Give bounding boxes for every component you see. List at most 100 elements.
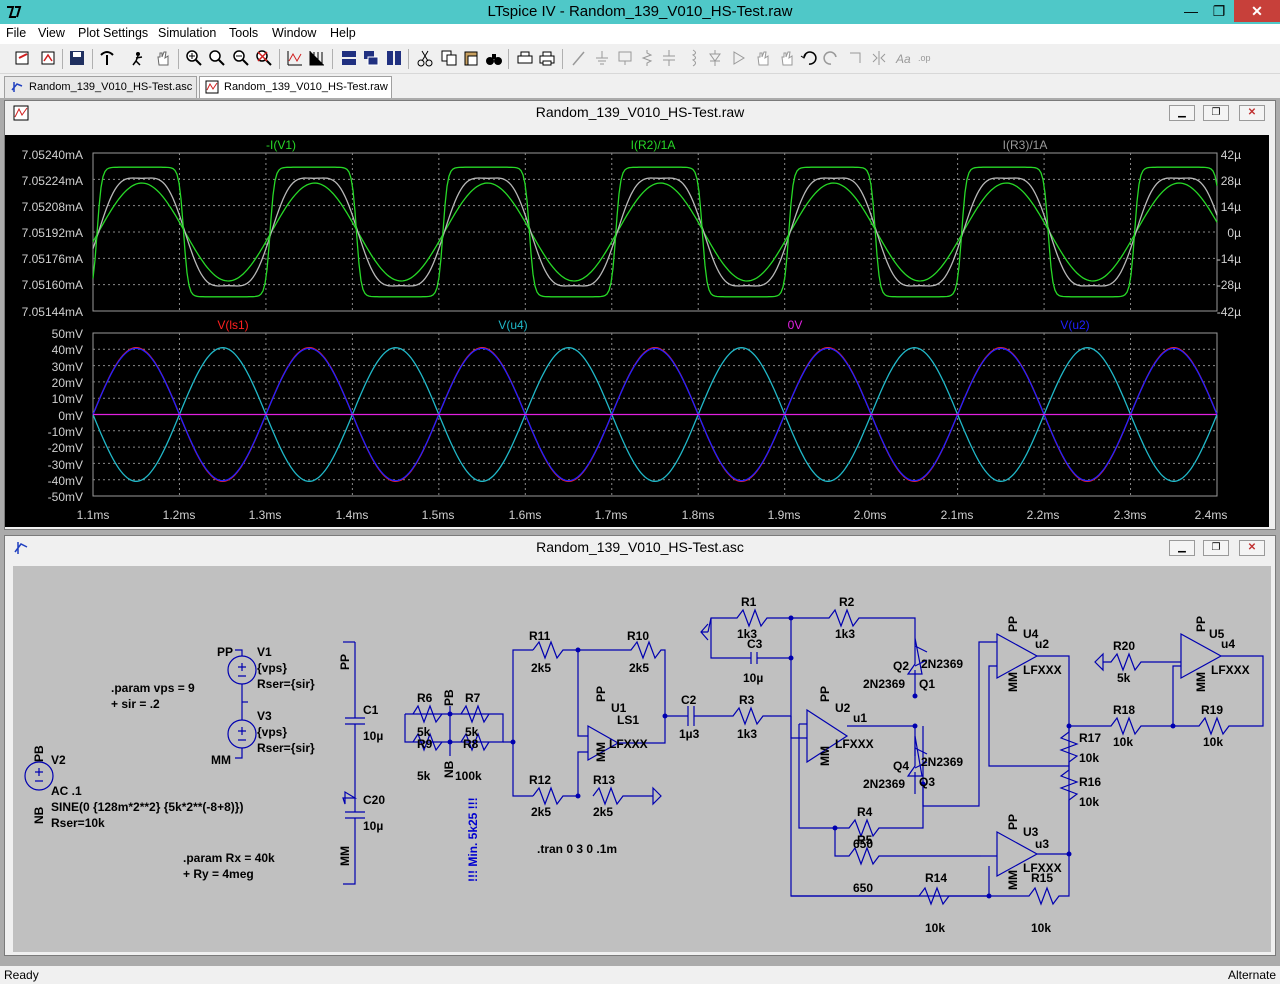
tab-schematic[interactable]: Random_139_V010_HS-Test.asc [4,76,197,98]
schematic-drawing[interactable]: .param vps = 9 + sir = .2 .param Rx = 40… [13,566,1271,952]
menu-file[interactable]: File [6,26,27,40]
print-setup-icon[interactable] [516,49,534,67]
net-mm-label: MM [338,846,352,866]
tran-directive[interactable]: .tran 0 3 0 .1m [537,842,617,856]
waveform-close-button[interactable]: ✕ [1239,105,1265,121]
v2-ac: AC .1 [51,784,82,798]
waveform-restore-button[interactable]: ❐ [1203,105,1229,121]
trace-label-vu4[interactable]: V(u4) [498,318,527,332]
u3-model: LFXXX [1023,861,1062,875]
rotate-icon[interactable] [846,49,864,67]
redo-icon[interactable] [822,49,840,67]
find-icon[interactable] [485,49,503,67]
component-icon[interactable] [730,49,748,67]
grid-icon[interactable] [308,49,326,67]
move-icon[interactable] [754,49,772,67]
menu-tools[interactable]: Tools [229,26,259,40]
inductor-icon[interactable] [684,49,702,67]
tile-vertical-icon[interactable] [385,49,403,67]
ground-icon[interactable] [593,49,611,67]
drag-icon[interactable] [778,49,796,67]
trace-label-iv1[interactable]: -I(V1) [266,138,296,152]
maximize-button[interactable]: ❐ [1212,3,1226,19]
xtick: 1.2ms [163,508,196,522]
trace-label-ir3[interactable]: I(R3)/1A [1003,138,1048,152]
r6-name: R6 [417,691,433,705]
r13-value: 2k5 [593,805,613,819]
label-net-icon[interactable] [616,49,634,67]
pane1-ytick: 7.05144mA [22,305,83,319]
r6-value: 5k [417,725,431,739]
close-button[interactable]: ✕ [1234,0,1280,22]
param-sir[interactable]: + sir = .2 [111,697,160,711]
trace-label-ir2[interactable]: I(R2)/1A [631,138,676,152]
net-pp-label: PP [217,645,233,659]
text-icon[interactable]: Aa [894,49,912,67]
r11-name: R11 [529,629,551,643]
mirror-icon[interactable] [870,49,888,67]
waveform-plot-area[interactable]: -I(V1) I(R2)/1A I(R3)/1A 7.05240mA 7.052… [5,135,1269,527]
resistor-icon[interactable] [638,49,656,67]
waveform-icon [13,105,29,121]
schematic-icon [14,542,28,554]
r4-value: 650 [853,837,873,851]
status-text: Ready [4,968,39,982]
menu-help[interactable]: Help [330,26,356,40]
schematic-minimize-button[interactable]: ▁ [1169,540,1195,556]
menu-simulation[interactable]: Simulation [158,26,217,40]
cascade-icon[interactable] [362,49,380,67]
menu-window[interactable]: Window [272,26,317,40]
pane2-ytick: -10mV [48,425,83,439]
tile-horizontal-icon[interactable] [340,49,358,67]
param-rx[interactable]: .param Rx = 40k [183,851,275,865]
diode-icon[interactable] [706,49,724,67]
net-pp-label: PP [1006,814,1020,830]
v1-name: V1 [257,645,272,659]
r20-name: R20 [1113,639,1135,653]
autorange-icon[interactable] [286,49,304,67]
net-mm-label: MM [1006,870,1020,890]
run-icon[interactable] [98,49,116,67]
spice-directive-icon[interactable]: .op [916,49,934,67]
v3-name: V3 [257,709,272,723]
open-icon[interactable] [14,49,32,67]
schematic-canvas[interactable]: .param vps = 9 + sir = .2 .param Rx = 40… [13,566,1271,952]
c1-name: C1 [363,703,379,717]
waveform-plot[interactable]: -I(V1) I(R2)/1A I(R3)/1A 7.05240mA 7.052… [5,135,1269,527]
zoom-out-icon[interactable] [232,49,250,67]
capacitor-icon[interactable] [660,49,678,67]
trace-label-vu2[interactable]: V(u2) [1060,318,1089,332]
zoom-cancel-icon[interactable] [255,49,273,67]
schematic-restore-button[interactable]: ❐ [1203,540,1229,556]
xtick: 1.8ms [682,508,715,522]
zoom-fit-icon[interactable] [208,49,226,67]
v3-rser: Rser={sir} [257,741,315,755]
copy-icon[interactable] [440,49,458,67]
pan-hand-icon[interactable] [154,49,172,67]
halt-icon[interactable] [130,49,148,67]
wire-icon[interactable] [570,49,588,67]
waveform-minimize-button[interactable]: ▁ [1169,105,1195,121]
cut-icon[interactable] [416,49,434,67]
pane1-ytick: 7.05208mA [22,200,83,214]
control-panel-icon[interactable] [40,49,58,67]
trace-label-vls1[interactable]: V(ls1) [217,318,248,332]
undo-icon[interactable] [800,49,818,67]
min-warning-label[interactable]: !!! Min. 5k25 !!! [466,797,480,882]
menu-plot-settings[interactable]: Plot Settings [78,26,149,40]
save-icon[interactable] [68,49,86,67]
c20-name: C20 [363,793,385,807]
zoom-in-icon[interactable] [185,49,203,67]
tab-waveform[interactable]: Random_139_V010_HS-Test.raw [199,76,392,98]
param-ry[interactable]: + Ry = 4meg [183,867,254,881]
paste-icon[interactable] [462,49,480,67]
waveform-window: Random_139_V010_HS-Test.raw ▁ ❐ ✕ -I(V1)… [4,100,1276,530]
r14-value: 10k [925,921,945,935]
r17-value: 10k [1079,751,1099,765]
param-vps[interactable]: .param vps = 9 [111,681,195,695]
minimize-button[interactable]: — [1184,3,1198,19]
schematic-close-button[interactable]: ✕ [1239,540,1265,556]
print-icon[interactable] [538,49,556,67]
menu-view[interactable]: View [38,26,65,40]
trace-label-0v[interactable]: 0V [788,318,803,332]
